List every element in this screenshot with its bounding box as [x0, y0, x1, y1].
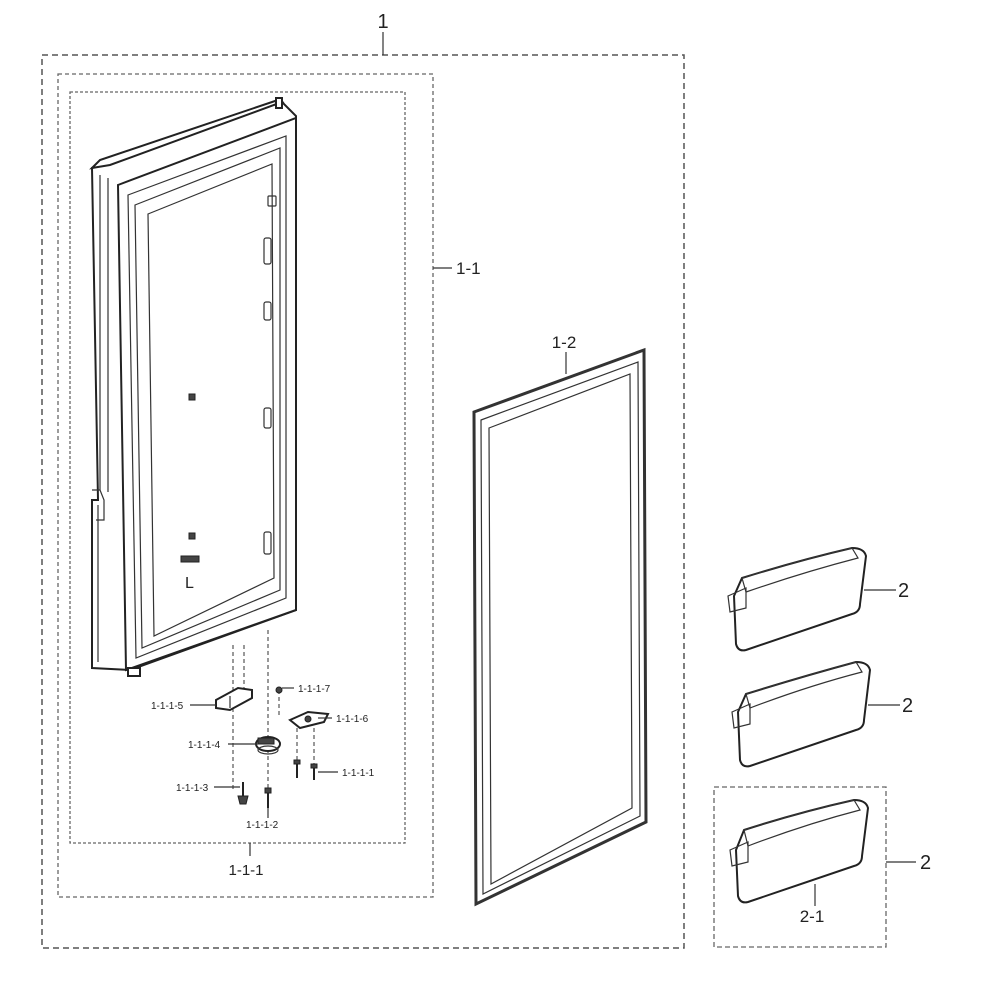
label-assembly-1: 1: [377, 11, 388, 33]
label-part-1-1-1-4: 1-1-1-4: [188, 740, 221, 751]
refrigerator-door-icon: L: [89, 97, 297, 677]
label-part-1-1-1-6: 1-1-1-6: [336, 714, 369, 725]
hinge-bracket-icon: [288, 710, 330, 730]
door-bin-icon: [731, 660, 872, 768]
screw-icon: [293, 759, 301, 778]
label-part-1-1-1-7: 1-1-1-7: [298, 684, 331, 695]
label-bin-b: 2: [902, 695, 913, 717]
label-part-1-1-1-5: 1-1-1-5: [151, 701, 184, 712]
bin-subassembly-boundary: [713, 786, 887, 948]
label-door-assembly: 1-1: [456, 259, 481, 278]
label-bin-c: 2: [920, 852, 931, 874]
hinge-cover-icon: [215, 686, 253, 712]
label-part-1-1-1-2: 1-1-1-2: [246, 820, 279, 831]
door-assembly-boundary: [57, 73, 434, 898]
screw-icon: [237, 782, 249, 805]
label-door-subassembly: 1-1-1: [228, 862, 263, 879]
door-gasket-icon: [472, 347, 648, 907]
label-bin-sub: 2-1: [800, 907, 825, 926]
cam-icon: [255, 736, 281, 755]
label-bin-a: 2: [898, 580, 909, 602]
door-side-marking: L: [185, 575, 194, 592]
door-subassembly-boundary: [69, 91, 406, 844]
door-bin-icon: [727, 546, 868, 652]
screw-icon: [310, 763, 318, 780]
label-part-1-1-1-1: 1-1-1-1: [342, 768, 375, 779]
cap-icon: [275, 686, 283, 694]
label-gasket: 1-2: [552, 333, 577, 352]
screw-icon: [264, 787, 272, 808]
door-bin-icon: [729, 798, 870, 904]
label-part-1-1-1-3: 1-1-1-3: [176, 783, 209, 794]
assembly-1-boundary: [41, 54, 685, 949]
